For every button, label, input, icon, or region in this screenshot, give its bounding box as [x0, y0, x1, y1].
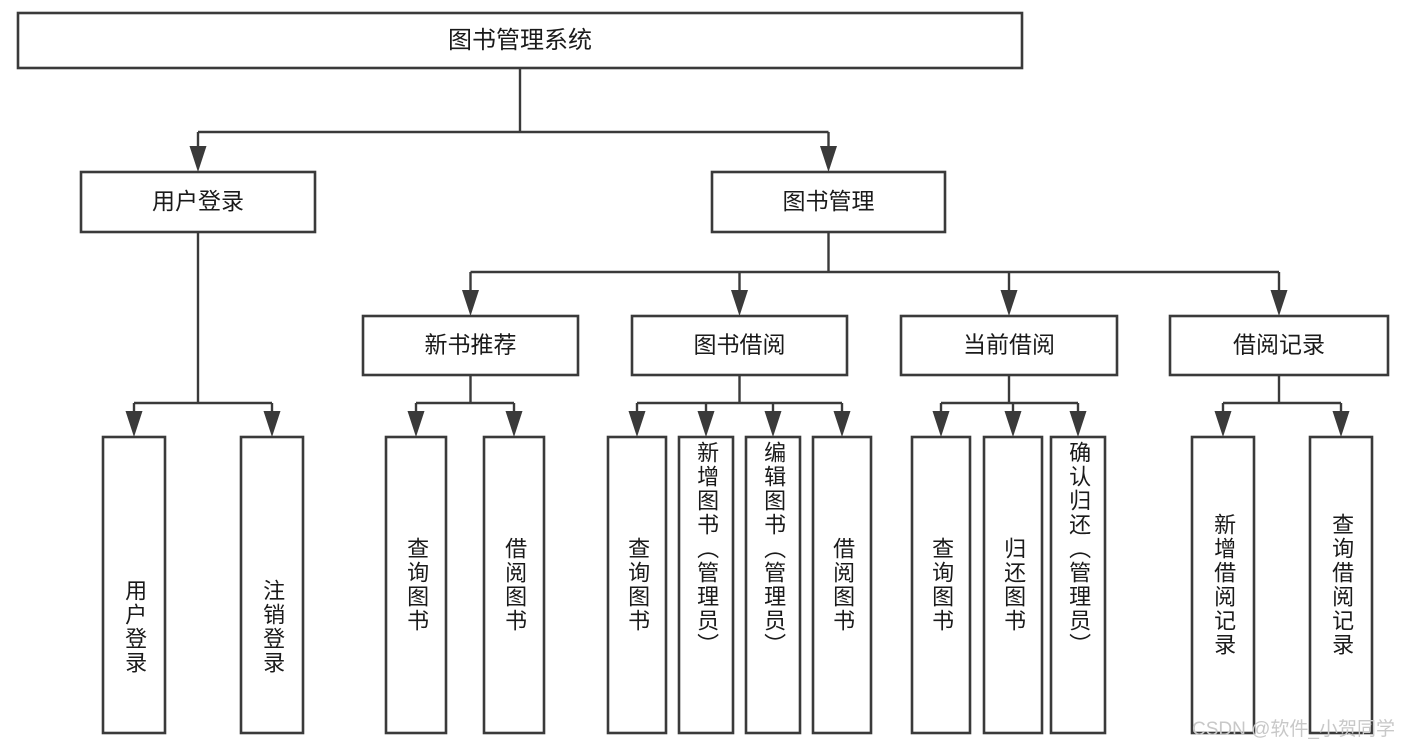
node-leaf-borrow-book-1[interactable]: [482, 435, 546, 735]
node-leaf-edit-book-admin[interactable]: [744, 435, 802, 735]
node-new-book-recommend[interactable]: [361, 314, 580, 377]
node-label-book-borrow: 图书借阅: [694, 332, 786, 358]
node-leaf-add-book-admin[interactable]: [677, 435, 735, 735]
node-user-login[interactable]: [79, 170, 317, 234]
node-leaf-query-book-1[interactable]: [384, 435, 448, 735]
node-leaf-confirm-return-admin[interactable]: [1049, 435, 1107, 735]
node-label-borrow-record: 借阅记录: [1233, 332, 1325, 358]
node-leaf-user-login[interactable]: [101, 435, 167, 735]
node-leaf-query-book-2[interactable]: [606, 435, 668, 735]
node-book-management[interactable]: [710, 170, 947, 234]
node-label-root: 图书管理系统: [448, 27, 592, 54]
node-root[interactable]: [16, 11, 1024, 70]
node-current-borrow[interactable]: [899, 314, 1119, 377]
node-label-current-borrow: 当前借阅: [963, 332, 1055, 358]
node-leaf-query-book-3[interactable]: [910, 435, 972, 735]
node-borrow-record[interactable]: [1168, 314, 1390, 377]
node-box-layer: [16, 11, 1390, 735]
node-label-book-management: 图书管理: [783, 188, 875, 214]
node-leaf-borrow-book-2[interactable]: [811, 435, 873, 735]
node-book-borrow[interactable]: [630, 314, 849, 377]
node-leaf-add-borrow-record[interactable]: [1190, 435, 1256, 735]
node-leaf-query-borrow-record[interactable]: [1308, 435, 1374, 735]
node-label-user-login: 用户登录: [152, 188, 244, 214]
connector-layer: [125, 68, 1350, 437]
node-leaf-return-book[interactable]: [982, 435, 1044, 735]
node-leaf-logout-login[interactable]: [239, 435, 305, 735]
node-label-new-book-recommend: 新书推荐: [425, 332, 517, 358]
